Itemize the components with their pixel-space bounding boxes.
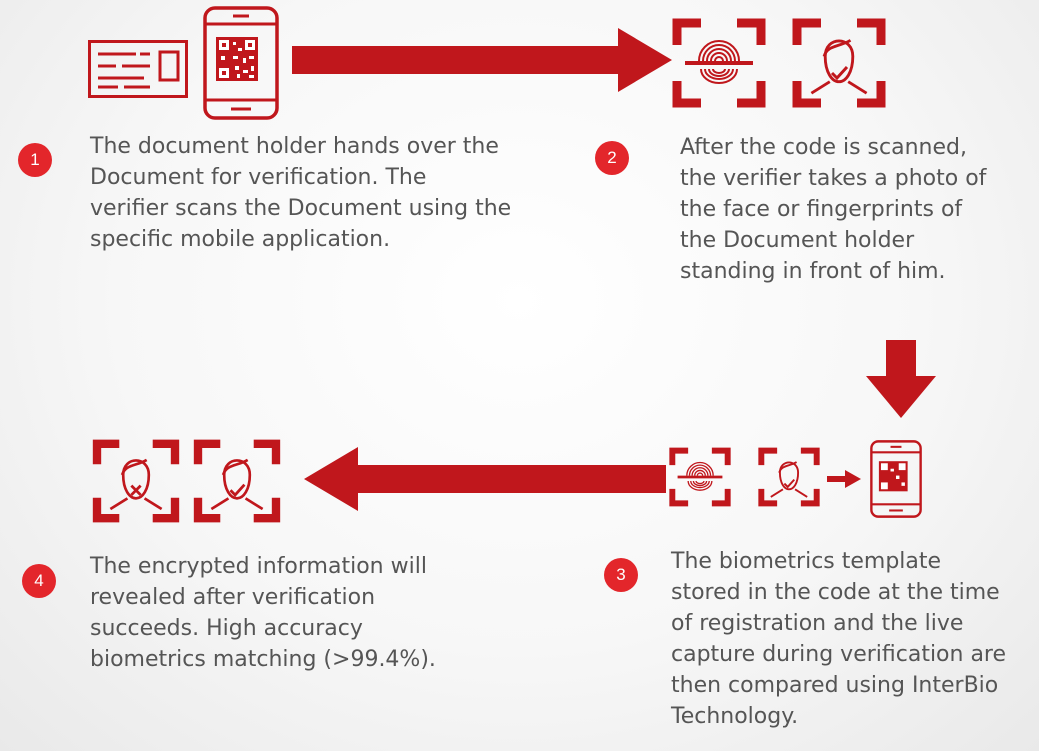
phone-qr-icon bbox=[203, 6, 279, 120]
arrow-right-icon bbox=[827, 470, 861, 488]
step-badge: 1 bbox=[18, 143, 52, 177]
arrow-right-icon bbox=[292, 28, 672, 92]
step-3-text: The biometrics template stored in the co… bbox=[671, 549, 1007, 729]
arrow-down-icon bbox=[866, 340, 936, 418]
step-2-text: After the code is scanned, the verifier … bbox=[680, 135, 987, 284]
step-1-text: The document holder hands over the Docum… bbox=[90, 134, 512, 252]
id-card-icon bbox=[88, 40, 188, 98]
step-badge: 4 bbox=[22, 564, 56, 598]
step-4-text: The encrypted information will revealed … bbox=[90, 554, 436, 672]
fingerprint-scan-icon bbox=[672, 18, 766, 108]
arrow-left-icon bbox=[304, 447, 666, 511]
face-verified-icon bbox=[193, 439, 281, 523]
face-verified-icon bbox=[792, 18, 886, 108]
face-verified-icon bbox=[758, 447, 820, 507]
fingerprint-scan-icon bbox=[669, 447, 731, 507]
phone-qr-icon bbox=[870, 440, 922, 518]
face-rejected-icon bbox=[92, 439, 180, 523]
step-badge: 2 bbox=[595, 141, 629, 175]
step-badge: 3 bbox=[604, 558, 638, 592]
